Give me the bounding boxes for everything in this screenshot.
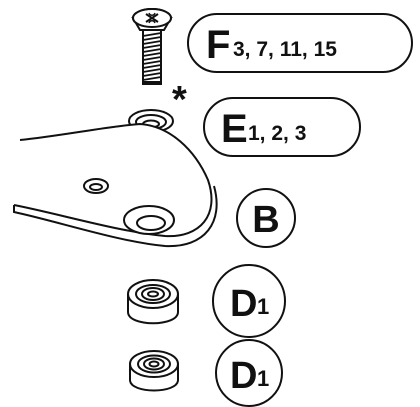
- callout-numbers: 1: [257, 366, 269, 391]
- asterisk-marker: *: [172, 79, 187, 121]
- callout-letter: F: [206, 23, 230, 67]
- callout-letter: B: [252, 199, 279, 241]
- callout-D1-bottom: D 1: [215, 339, 283, 407]
- callout-D1-top: D 1: [212, 264, 286, 338]
- callout-numbers: 1, 2, 3: [248, 122, 306, 145]
- callout-letter: D: [230, 355, 257, 397]
- callout-letter: D: [230, 283, 257, 325]
- callout-F: F 3, 7, 11, 15: [187, 13, 413, 73]
- phillips-flat-head-screw-icon: [131, 8, 173, 85]
- ball-bearing-icon: [127, 279, 179, 325]
- callout-numbers: 3, 7, 11, 15: [233, 38, 337, 61]
- plate-with-countersunk-hole-icon: [13, 122, 218, 248]
- callout-E: E 1, 2, 3: [203, 97, 361, 157]
- ball-bearing-icon: [129, 350, 179, 392]
- callout-numbers: 1: [257, 294, 269, 319]
- callout-B: B: [236, 188, 296, 248]
- callout-letter: E: [221, 107, 248, 151]
